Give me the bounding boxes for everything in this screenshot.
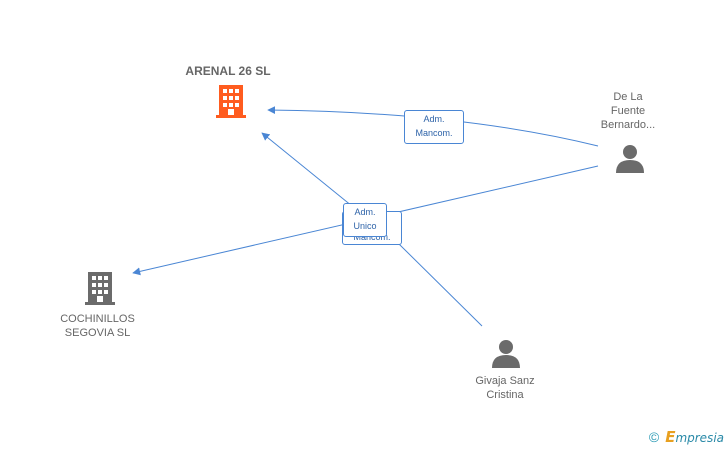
brand-logo: Empresia bbox=[665, 428, 724, 446]
person-label-givaja[interactable]: Givaja Sanz Cristina bbox=[475, 375, 535, 401]
company-label-arenal[interactable]: ARENAL 26 SL bbox=[185, 64, 271, 78]
building-icon[interactable] bbox=[216, 85, 246, 118]
person-icon[interactable] bbox=[616, 145, 644, 173]
building-icon[interactable] bbox=[85, 272, 115, 305]
person-icon[interactable] bbox=[492, 340, 520, 368]
person-label-delafuente[interactable]: De La Fuente Bernardo... bbox=[600, 91, 656, 131]
edge-label-adm-unico: Adm. Unico bbox=[343, 203, 387, 237]
edge-label-adm-mancom: Adm. Mancom. bbox=[404, 110, 464, 144]
company-label-cochinillos[interactable]: COCHINILLOS SEGOVIA SL bbox=[60, 313, 135, 339]
edge-givaja-to-arenal bbox=[261, 132, 483, 327]
copyright-icon: © bbox=[648, 429, 660, 445]
watermark: © Empresia bbox=[649, 428, 724, 446]
